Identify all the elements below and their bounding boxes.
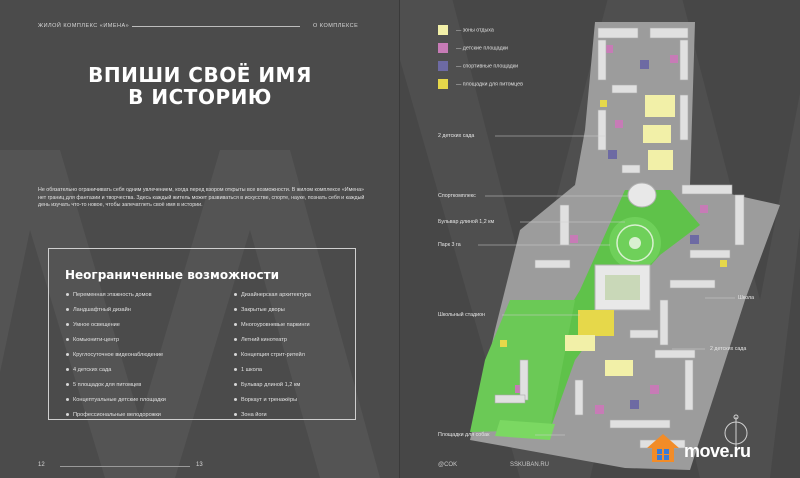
footer-left-tag: @COK — [438, 462, 458, 468]
feature-item: Воркаут и тренажёры — [234, 397, 297, 403]
feature-item: Ландшафтный дизайн — [66, 307, 131, 313]
feature-item: Концептуальные детские площадки — [66, 397, 166, 403]
feature-item: Круглосуточное видеонаблюдение — [66, 352, 163, 358]
page-headline: ВПИШИ СВОЁ ИМЯ В ИСТОРИЮ — [60, 64, 340, 108]
legend-kids-areas: — детские площадки — [438, 43, 508, 53]
headline-line-1: ВПИШИ СВОЁ ИМЯ — [88, 63, 312, 87]
feature-item: Многоуровневые паркинги — [234, 322, 310, 328]
footer-divider — [60, 466, 190, 467]
house-logo-icon — [647, 434, 679, 462]
header-section-title: О КОМПЛЕКСЕ — [313, 23, 359, 29]
stadium — [578, 310, 614, 336]
callout-dog-areas: Площадки для собак — [438, 432, 490, 438]
callout-kindergartens-bottom: 2 детских сада — [710, 346, 747, 352]
feature-item: 1 школа — [234, 367, 262, 373]
feature-item: Комьюнити-центр — [66, 337, 119, 343]
feature-item: Профессиональные велодорожки — [66, 412, 161, 418]
callout-kindergartens-top: 2 детских сада — [438, 133, 475, 139]
watermark-text: move.ru — [684, 441, 751, 461]
feature-item: Закрытые дворы — [234, 307, 285, 313]
background-letter-decoration — [0, 0, 400, 478]
feature-item: Дизайнерская архитектура — [234, 292, 311, 298]
page-number-left: 12 — [38, 462, 45, 468]
right-page: — зоны отдыха — детские площадки — спорт… — [400, 0, 800, 478]
feature-item: Переменная этажность домов — [66, 292, 152, 298]
feature-item: 4 детских сада — [66, 367, 111, 373]
header-divider — [132, 26, 300, 27]
feature-item: Летний кинотеатр — [234, 337, 287, 343]
feature-item: Зона йоги — [234, 412, 267, 418]
intro-paragraph: Не обязательно ограничивать себя одним у… — [38, 187, 365, 209]
callout-sports-complex: Спорткомплекс — [438, 193, 476, 199]
callout-boulevard: Бульвар длиной 1,2 км — [438, 219, 495, 225]
header-complex-title: ЖИЛОЙ КОМПЛЕКС «ИМЕНА» — [38, 23, 130, 29]
feature-item: Умное освещение — [66, 322, 120, 328]
feature-item: Концепция стрит-ритейл — [234, 352, 305, 358]
legend-sports-areas: — спортивные площадки — [438, 61, 518, 71]
footer-website: SSKUBAN.RU — [510, 462, 550, 468]
callout-school: Школа — [738, 295, 755, 301]
residential-buildings — [494, 27, 745, 449]
sports-complex — [627, 182, 657, 208]
legend-pet-areas: — площадки для питомцев — [438, 79, 523, 89]
feature-item: Бульвар длиной 1,2 км — [234, 382, 300, 388]
legend-rest-zones: — зоны отдыха — [438, 25, 494, 35]
callout-park: Парк 3 га — [438, 242, 461, 248]
legend-swatch — [438, 79, 448, 89]
features-title: Неограниченные возможности — [65, 268, 280, 282]
features-box — [48, 248, 356, 420]
headline-line-2: В ИСТОРИЮ — [128, 85, 272, 109]
callout-stadium: Школьный стадион — [438, 312, 485, 318]
legend-swatch — [438, 25, 448, 35]
site-plan-map — [470, 22, 780, 470]
feature-item: 5 площадок для питомцев — [66, 382, 141, 388]
compass-icon — [724, 414, 748, 449]
legend-swatch — [438, 61, 448, 71]
page-number-right: 13 — [196, 462, 203, 468]
callout-leader-lines — [478, 135, 735, 436]
left-page: ЖИЛОЙ КОМПЛЕКС «ИМЕНА» О КОМПЛЕКСЕ ВПИШИ… — [0, 0, 400, 478]
legend-swatch — [438, 43, 448, 53]
